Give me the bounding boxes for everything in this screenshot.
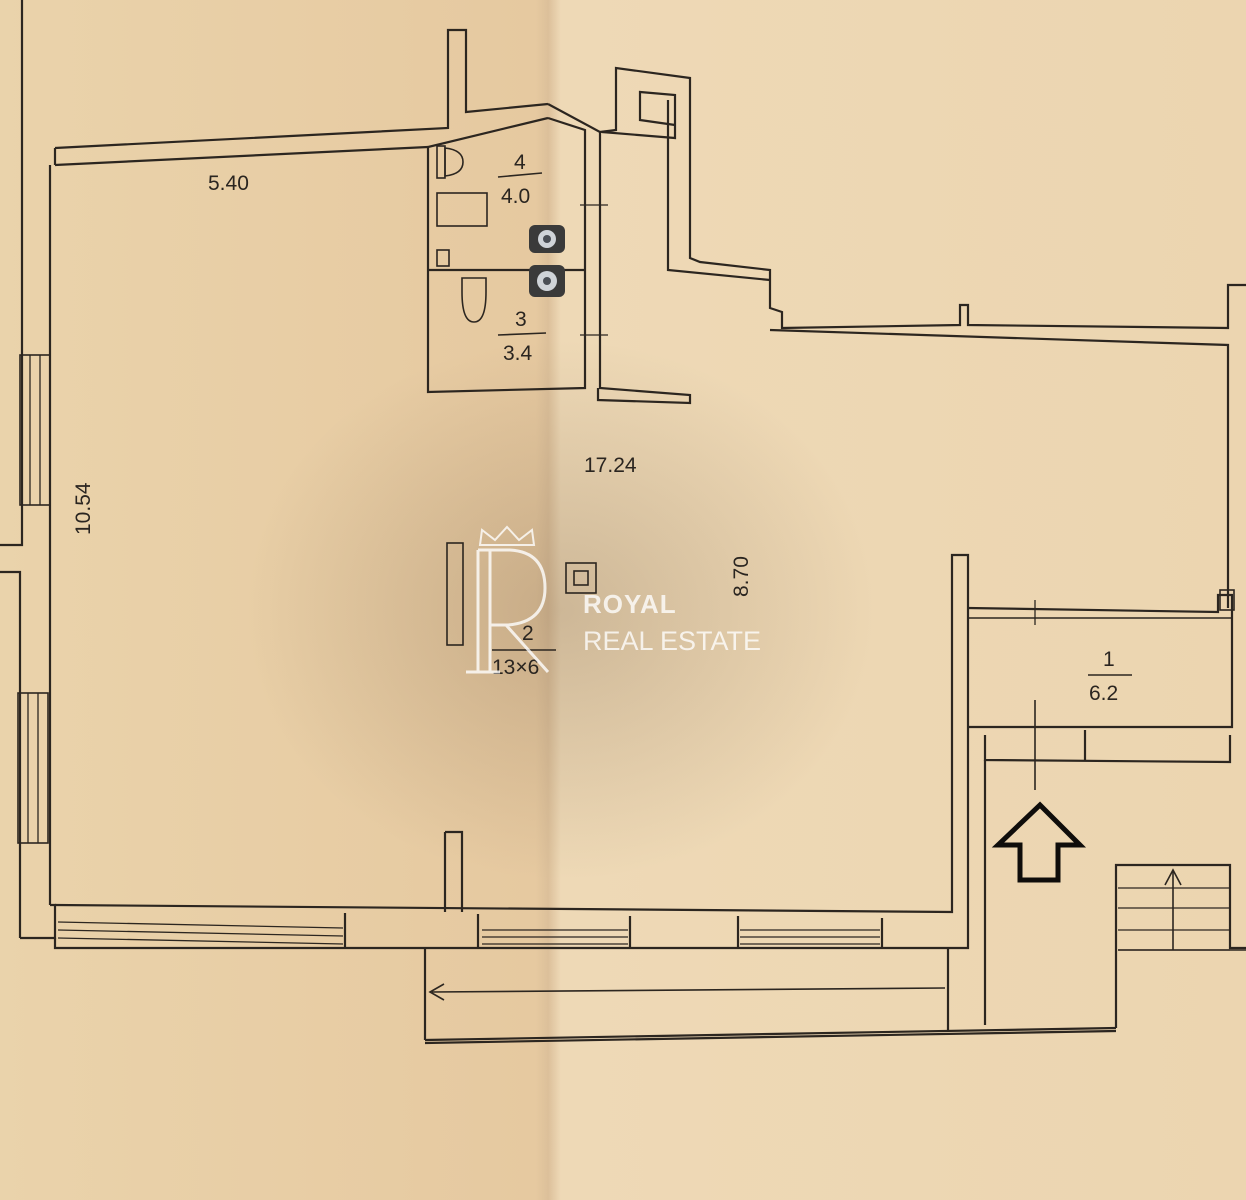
room-1 [967,589,1235,790]
entrance-vestibule [983,730,1232,1025]
bottom-window-2 [482,929,628,945]
toilet-icon [461,277,487,323]
room-3-label: 3 3.4 [497,308,547,365]
room-number: 1 [1103,648,1115,671]
bathroom-block [426,103,692,405]
dimension-left-wall: 10.54 [72,482,95,535]
staircase [1114,863,1246,1028]
dimension-center-height: 8.70 [730,556,753,597]
column-icon [446,542,464,646]
room-1-label: 1 6.2 [1088,648,1132,705]
room-area: 6.2 [1089,682,1118,705]
washing-machine-icon [529,225,565,297]
dimension-top-wall: 5.40 [208,172,249,195]
watermark-line1: ROYAL [583,589,677,619]
room-number: 2 [522,622,534,645]
room-number: 4 [514,151,526,174]
dimension-center-width: 17.24 [584,454,637,477]
bottom-window-3 [740,929,880,945]
watermark-line2: REAL ESTATE [583,626,761,656]
room-area: 13×6 [492,656,539,679]
porch-ramp [423,948,1117,1045]
left-window-lower [17,692,49,844]
bathtub-icon [436,192,488,227]
toilet-icon [436,145,464,179]
royal-crown-r-logo [466,525,550,674]
left-window-upper [19,354,51,506]
arrow-up-outline-icon [991,801,1087,883]
shelf-icon [436,249,450,267]
left-outer-wall [0,0,52,938]
room-area: 4.0 [501,185,530,208]
room-2-label: 2 13×6 [492,622,556,679]
room-area: 3.4 [503,342,533,365]
bottom-window-1 [57,921,344,945]
column-icon [565,562,597,594]
top-wall [53,28,549,167]
room-4-label: 4 4.0 [497,151,543,208]
interior-partitions [443,542,597,912]
room-number: 3 [515,308,527,331]
bottom-wall [20,553,970,950]
ventilation-shaft [599,66,1246,608]
